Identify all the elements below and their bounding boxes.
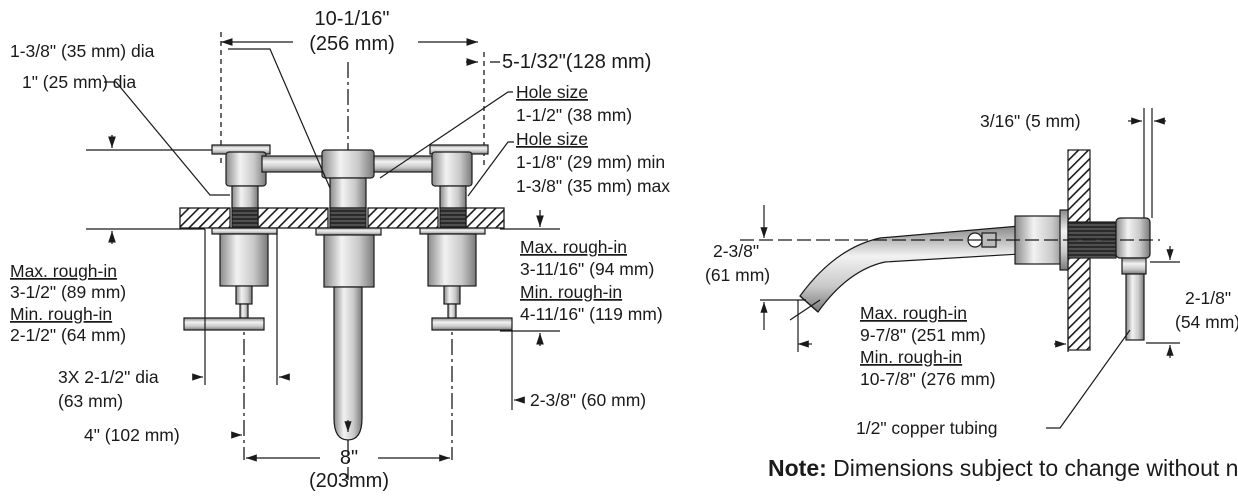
countertop-right <box>465 207 505 229</box>
rough-in-right-max: 3-11/16" (94 mm) <box>520 259 654 279</box>
rough-in-left-min-title: Min. rough-in <box>10 304 112 324</box>
rough-in-left-min: 2-1/2" (64 mm) <box>10 325 126 345</box>
rough-in-right-min-title: Min. rough-in <box>520 282 622 302</box>
rough-in-left-max: 3-1/2" (89 mm) <box>10 282 126 302</box>
countertop-mid2 <box>367 207 439 229</box>
copper-tubing-label: 1/2" copper tubing <box>856 418 997 438</box>
countertop-left <box>179 207 231 229</box>
note: Note: Dimensions subject to change witho… <box>768 455 1238 481</box>
countertop-mid <box>257 207 329 229</box>
left-handle-valve <box>183 144 278 331</box>
center-spread-mm: (203mm) <box>309 470 389 492</box>
front-elevation <box>86 32 560 480</box>
half-width-label: 5-1/32"(128 mm) <box>502 51 651 73</box>
escutcheon-dia-label: 3X 2-1/2" dia <box>58 367 159 387</box>
escutcheon-dia-mm: (63 mm) <box>58 391 123 411</box>
right-handle-valve <box>419 144 513 331</box>
note-label: Note: <box>768 455 827 481</box>
center-spread-label: 8" <box>340 447 358 469</box>
dia-1-label: 1-3/8" (35 mm) dia <box>10 41 155 61</box>
rough-in-right-max-title: Max. rough-in <box>520 237 627 257</box>
overall-width-mm: (256 mm) <box>309 33 395 55</box>
center-spout <box>315 149 382 441</box>
handle-width-label: 2-3/8" (60 mm) <box>530 390 646 410</box>
note-text: Dimensions subject to change without not… <box>833 455 1238 481</box>
hole-handle-min: 1-1/8" (29 mm) min <box>516 152 665 172</box>
spout-offset-label: 4" (102 mm) <box>84 425 180 445</box>
side-elevation <box>799 149 1151 351</box>
dia-2-label: 1" (25 mm) dia <box>22 72 136 92</box>
side-rough-in-min-title: Min. rough-in <box>860 347 962 367</box>
spout-drop-mm: (61 mm) <box>705 265 770 285</box>
side-leaders <box>740 108 1180 429</box>
tube-drop-label: 2-1/8" <box>1185 288 1231 308</box>
hole-spout-size: 1-1/2" (38 mm) <box>516 105 632 125</box>
side-rough-in-min: 10-7/8" (276 mm) <box>860 369 996 389</box>
rough-in-left-max-title: Max. rough-in <box>10 261 117 281</box>
hole-handle-title: Hole size <box>516 129 588 149</box>
hole-spout-title: Hole size <box>516 82 588 102</box>
spout-drop-label: 2-3/8" <box>713 241 759 261</box>
side-labels: 3/16" (5 mm) 2-3/8" (61 mm) Max. rough-i… <box>705 111 1238 438</box>
front-labels: 10-1/16" (256 mm) 5-1/32"(128 mm) 1-3/8"… <box>10 8 670 492</box>
overall-width-label: 10-1/16" <box>315 8 390 30</box>
tube-drop-mm: (54 mm) <box>1175 312 1238 332</box>
wall-gap-label: 3/16" (5 mm) <box>980 111 1081 131</box>
front-leaders <box>104 48 525 462</box>
svg-text:Note: Dimensions subject to ch: Note: Dimensions subject to change witho… <box>768 455 1238 481</box>
hole-handle-max: 1-3/8" (35 mm) max <box>516 176 670 196</box>
side-rough-in-max: 9-7/8" (251 mm) <box>860 325 986 345</box>
rough-in-right-min: 4-11/16" (119 mm) <box>520 304 663 324</box>
side-rough-in-max-title: Max. rough-in <box>860 303 967 323</box>
